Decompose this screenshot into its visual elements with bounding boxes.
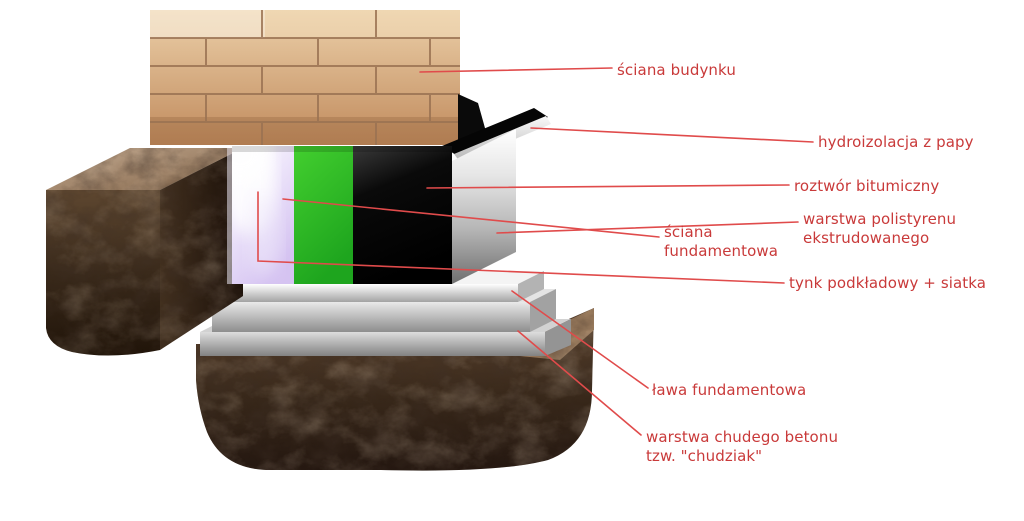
- polystyrene-layer: [452, 129, 516, 284]
- leader-sciana-budynku: [419, 67, 613, 73]
- edge-highlight: [227, 148, 233, 284]
- mesh-plaster-layer: [294, 146, 353, 284]
- label-roztwor-bitumiczny: roztwór bitumiczny: [794, 177, 940, 195]
- leader-tynk: [257, 191, 785, 284]
- mortar-lines: [150, 10, 460, 145]
- label-sciana-budynku: ściana budynku: [617, 61, 736, 79]
- label-chudziak: warstwa chudego betonu tzw. "chudziak": [646, 428, 839, 466]
- leader-chudziak: [517, 330, 642, 436]
- wall-shadow: [232, 146, 452, 152]
- label-polistyren: warstwa polistyrenu ekstrudowanego: [803, 210, 957, 248]
- label-tynk: tynk podkładowy + siatka: [789, 274, 987, 292]
- leader-lines: [257, 67, 814, 436]
- brick-wall: [150, 10, 460, 145]
- label-lawa: ława fundamentowa: [652, 381, 807, 399]
- foundation-wall-layer: [232, 146, 294, 284]
- roofing-felt-strip: [442, 108, 548, 155]
- leader-sciana-fundamentowa: [282, 198, 660, 238]
- leader-hydroizolacja: [530, 127, 814, 143]
- leader-roztwor: [426, 184, 790, 189]
- leader-lawa: [511, 290, 649, 389]
- leader-polistyren: [496, 221, 799, 234]
- label-sciana-fundamentowa: ściana fundamentowa: [664, 223, 779, 261]
- label-hydroizolacja: hydroizolacja z papy: [818, 133, 974, 151]
